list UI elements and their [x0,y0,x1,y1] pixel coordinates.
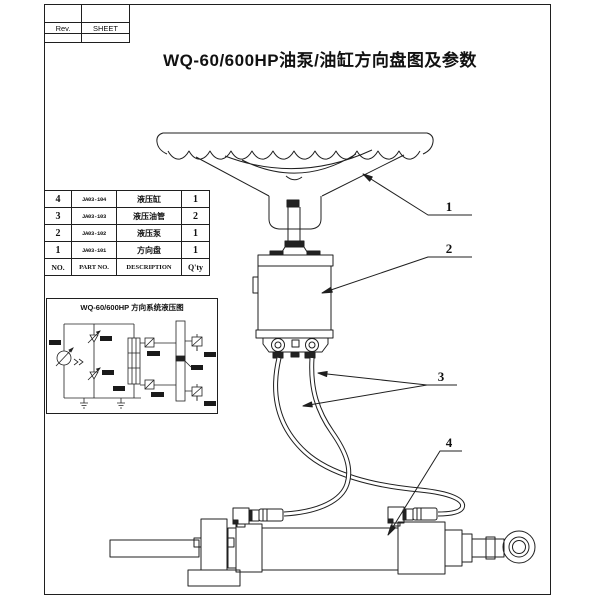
callout-2-pump: 2 [446,241,453,256]
hydraulic-schematic-box: WQ-60/600HP 方向系统液压图 [46,298,218,414]
hydraulic-schematic-diagram [49,320,216,409]
callout-1-steering-wheel: 1 [446,199,453,214]
part-row: 4 JA03-104 液压缸 1 [44,190,210,208]
rev-value-cell [45,34,82,42]
valve-block-symbol [127,337,141,385]
part-row: 3 JA03-103 液压油管 2 [44,207,210,225]
header-qty: Q'ty [181,258,210,276]
pump-symbol [55,347,84,367]
sheet-empty-cell [82,5,129,23]
steering-shaft [279,199,310,256]
schematic-title: WQ-60/600HP 方向系统液压图 [80,303,184,312]
callout-leaders [302,173,472,536]
callout-3-hoses: 3 [438,369,445,384]
parts-table: 4 JA03-104 液压缸 1 3 JA03-103 液压油管 2 2 JA0… [44,190,210,276]
wheel-finger-grips [167,150,421,160]
right-valve-symbol [184,334,203,401]
sheet-label: SHEET [82,23,129,34]
tank-symbol [80,398,125,409]
parts-table-header-row: NO. PART NO. DESCRIPTION Q'ty [44,258,210,276]
revision-block: Rev. SHEET [44,4,130,43]
steering-wheel [156,132,434,230]
check-valve-symbol [87,324,101,398]
hydraulic-cylinder [109,506,536,587]
part-row: 1 JA03-101 方向盘 1 [44,241,210,259]
rod-end-eye [502,530,536,564]
rev-empty-cell [45,5,82,23]
hydraulic-hoses [273,357,466,517]
hydraulic-pump [252,250,334,359]
left-port-fitting [232,507,284,528]
rev-label: Rev. [45,23,82,34]
relief-valve-symbol [140,337,198,400]
header-description: DESCRIPTION [116,258,182,276]
callout-4-cylinder: 4 [446,435,453,450]
component-label-blobs [49,336,216,406]
sheet-border-frame [44,4,551,595]
drawing-title: WQ-60/600HP油泵/油缸方向盘图及参数 [163,51,477,70]
